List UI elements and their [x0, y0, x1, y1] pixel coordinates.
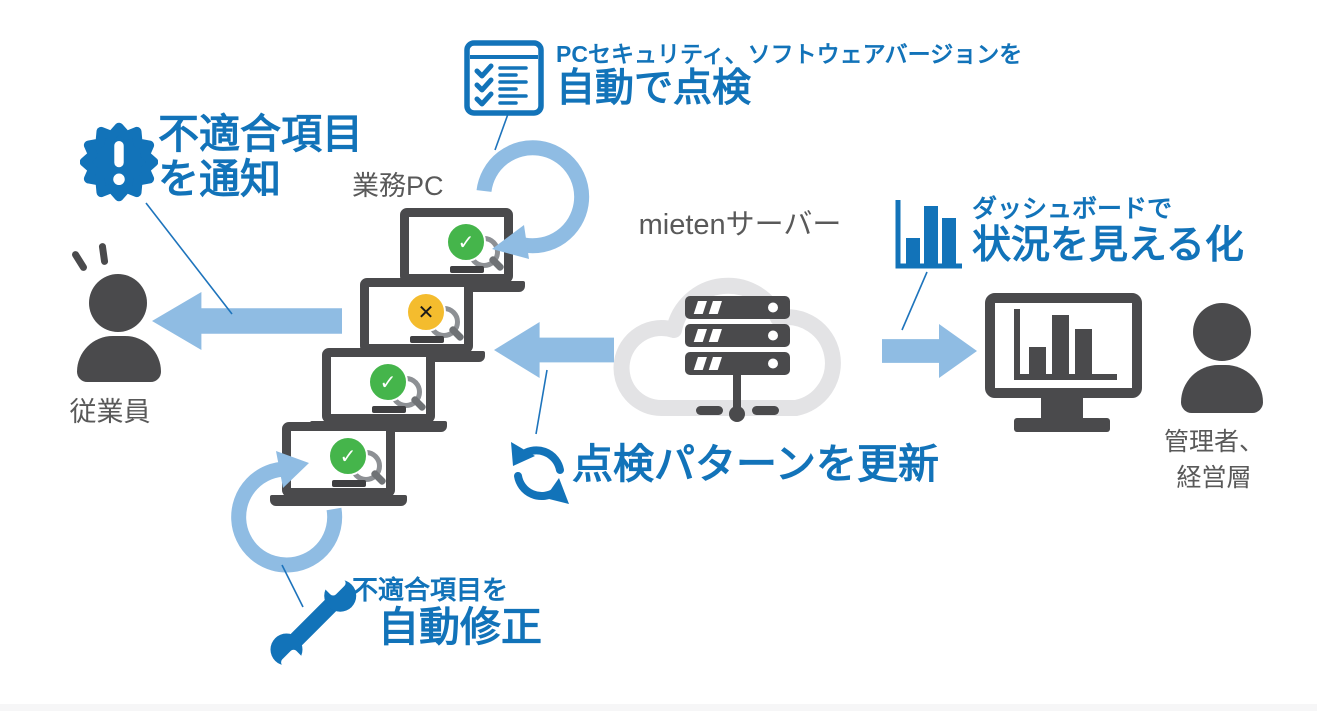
annotation-notify: 不適合項目 を通知 — [158, 111, 363, 203]
refresh-icon — [511, 442, 569, 504]
business-pc-label: 業務PC — [352, 171, 444, 201]
checklist-icon — [464, 40, 544, 116]
pc-status: ✓ — [446, 222, 505, 276]
monitor-stand-neck — [1041, 396, 1083, 420]
server-label: mietenサーバー — [638, 209, 842, 241]
pc-status: ✓ — [328, 436, 387, 490]
admin-label-line1: 管理者、 — [1163, 428, 1264, 456]
annotation-auto-check: PCセキュリティ、ソフトウェアバージョンを 自動で点検 — [556, 41, 1023, 111]
dashboard-monitor — [985, 293, 1142, 398]
leader-dashboard — [901, 271, 928, 331]
laptop-base — [270, 495, 407, 506]
alert-tick-icon — [98, 242, 109, 266]
notify-line2: を通知 — [158, 156, 281, 203]
mini-pc-stand — [372, 406, 406, 413]
bar-chart-icon — [895, 200, 962, 269]
auto-fix-line2: 自動修正 — [378, 603, 542, 650]
status-badge: ✓ — [328, 436, 368, 476]
visualize-line1: ダッシュボードで — [972, 195, 1173, 223]
annotation-update-pattern: 点検パターンを更新 — [572, 441, 939, 487]
leader-notify — [145, 202, 233, 315]
arrow-server-to-pcs — [494, 322, 614, 378]
admin-avatar-head — [1193, 303, 1251, 361]
laptop: ✓ — [270, 422, 407, 508]
employee-label: 従業員 — [69, 397, 151, 427]
auto-check-line1: PCセキュリティ、ソフトウェアバージョンを — [556, 41, 1023, 67]
mini-pc-stand — [332, 480, 366, 487]
admin-label-line2: 経営層 — [1176, 464, 1252, 492]
admin-avatar-body — [1181, 365, 1263, 413]
arrow-server-to-dashboard — [882, 324, 977, 378]
monitor-chart-icon — [1014, 309, 1117, 380]
notify-line1: 不適合項目 — [158, 111, 363, 157]
admin-label: 管理者、 経営層 — [1158, 422, 1270, 494]
monitor-stand-foot — [1014, 418, 1110, 432]
status-badge: ✓ — [446, 222, 486, 262]
server-icon — [685, 296, 790, 422]
leader-update — [535, 369, 548, 435]
visualize-line2: 状況を見える化 — [972, 223, 1244, 267]
pc-status: ✓ — [368, 362, 427, 416]
mini-pc-stand — [450, 266, 484, 273]
leader-checklist — [494, 113, 509, 151]
alert-tick-icon — [70, 249, 89, 273]
employee-avatar-body — [77, 336, 161, 382]
bottom-strip — [0, 704, 1317, 711]
cloud-server-icon — [613, 277, 841, 422]
auto-fix-line1: 不適合項目を — [352, 575, 509, 605]
status-badge: ✕ — [406, 292, 446, 332]
annotation-auto-fix: 不適合項目を 自動修正 — [352, 576, 542, 650]
status-badge: ✓ — [368, 362, 408, 402]
mini-pc-stand — [410, 336, 444, 343]
alert-badge-icon — [80, 122, 158, 202]
employee-avatar-head — [89, 274, 147, 332]
pc-status: ✕ — [406, 292, 465, 346]
arrow-to-employee — [152, 292, 342, 350]
annotation-visualize: ダッシュボードで 状況を見える化 — [972, 195, 1244, 267]
wrench-icon — [270, 578, 357, 670]
auto-check-line2: 自動で点検 — [556, 67, 752, 111]
